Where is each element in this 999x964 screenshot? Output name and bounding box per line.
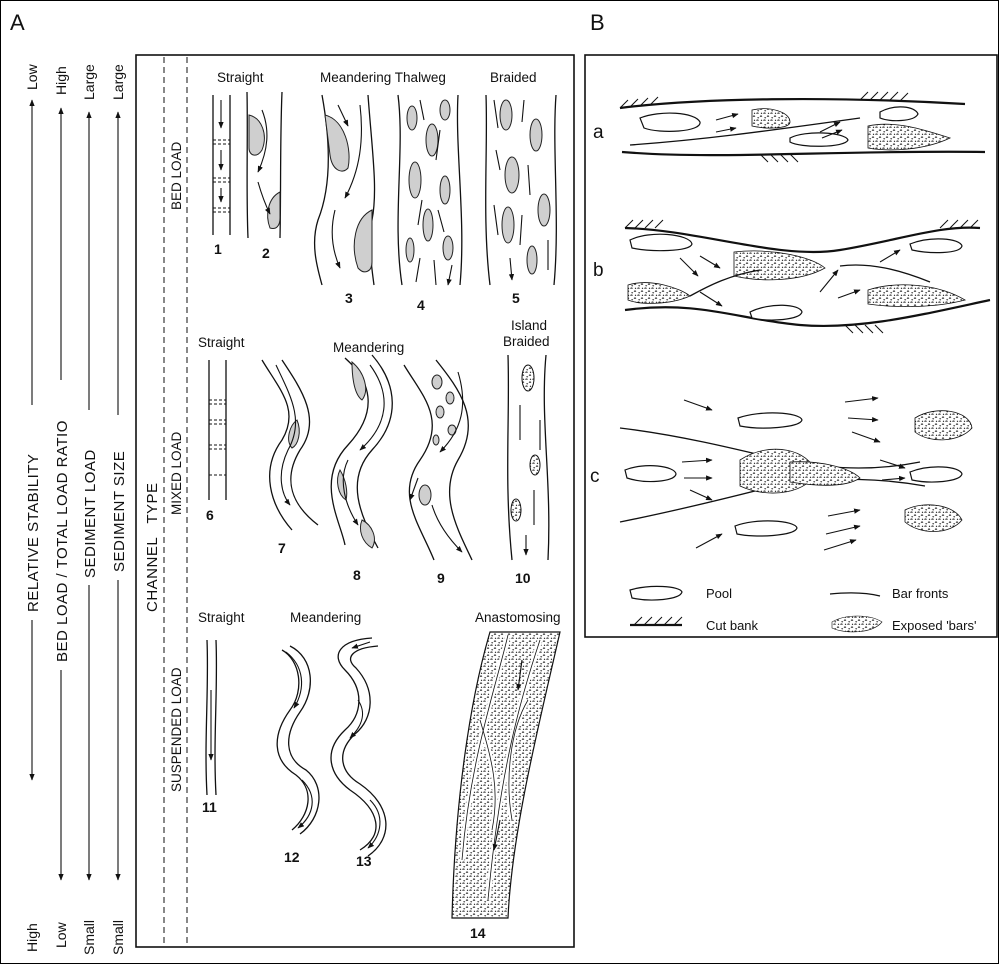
channel-14-anastomosing [452, 632, 560, 918]
channel-4-meandering-thalweg [398, 95, 462, 285]
axis-sediment-size: Large SEDIMENT SIZE Small [108, 64, 128, 955]
channel-2-straight [247, 92, 282, 238]
legend-cut-bank-label: Cut bank [706, 618, 759, 633]
bed-load-label: BED LOAD [169, 141, 184, 210]
row2-island-header: Island [511, 318, 547, 333]
axis-bed-load-ratio: High BED LOAD / TOTAL LOAD RATIO Low [51, 66, 71, 948]
row3-straight-header: Straight [198, 610, 245, 625]
panel-b-label: B [590, 10, 605, 35]
cut-bank-legend-icon [630, 617, 682, 625]
legend-pool-label: Pool [706, 586, 732, 601]
channel-number-4: 4 [417, 297, 425, 313]
bar-diagram-b [625, 220, 990, 333]
row2-straight-header: Straight [198, 335, 245, 350]
channel-number-2: 2 [262, 245, 270, 261]
row3-meandering-header: Meandering [290, 610, 361, 625]
axis-sediment-load: Large SEDIMENT LOAD Small [79, 64, 99, 955]
row1-braided-header: Braided [490, 70, 537, 85]
pool-legend-icon [630, 586, 682, 600]
axis-top-label: Large [81, 64, 97, 100]
channel-number-14: 14 [470, 925, 486, 941]
bar-diagram-c [620, 398, 972, 550]
channel-12-meandering [277, 646, 319, 834]
axis-title: SEDIMENT SIZE [111, 451, 128, 572]
channel-number-10: 10 [515, 570, 531, 586]
axis-bottom-label: Low [53, 921, 69, 948]
bar-fronts-legend-icon [830, 593, 880, 596]
axis-title: RELATIVE STABILITY [25, 454, 42, 613]
channel-1-straight [213, 95, 230, 235]
axis-relative-stability: Low RELATIVE STABILITY High [22, 63, 42, 952]
legend-bar-fronts-label: Bar fronts [892, 586, 949, 601]
axis-bottom-label: Small [81, 920, 97, 955]
channel-number-5: 5 [512, 290, 520, 306]
channel-number-8: 8 [353, 567, 361, 583]
axis-title: BED LOAD / TOTAL LOAD RATIO [54, 420, 71, 662]
channel-number-9: 9 [437, 570, 445, 586]
legend-exposed-bars-label: Exposed 'bars' [892, 618, 976, 633]
channel-number-13: 13 [356, 853, 372, 869]
row3-anastomosing-header: Anastomosing [475, 610, 561, 625]
channel-5-braided [486, 95, 557, 285]
row2-braided-header: Braided [503, 334, 550, 349]
exposed-bars-legend-icon [832, 616, 882, 632]
axis-top-label: Low [24, 63, 40, 90]
channel-3-meandering-thalweg [315, 95, 375, 285]
row1-meandering-thalweg-header: Meandering Thalweg [320, 70, 446, 85]
axis-bottom-label: High [24, 923, 40, 952]
bar-diagram-a [620, 92, 985, 162]
axis-top-label: Large [110, 64, 126, 100]
channel-13-meandering [331, 638, 386, 856]
sub-label-a: a [593, 122, 604, 143]
axis-top-label: High [53, 66, 69, 95]
row1-straight-header: Straight [217, 70, 264, 85]
mixed-load-label: MIXED LOAD [169, 431, 184, 515]
channel-8-meandering [331, 355, 392, 548]
channel-number-6: 6 [206, 507, 214, 523]
axis-bottom-label: Small [110, 920, 126, 955]
channel-number-3: 3 [345, 290, 353, 306]
row2-meandering-header: Meandering [333, 340, 404, 355]
channel-10-island-braided [508, 355, 549, 560]
channel-9-meandering [404, 360, 472, 560]
channel-6-straight [209, 360, 226, 500]
suspended-load-label: SUSPENDED LOAD [169, 667, 184, 792]
sub-label-c: c [590, 466, 600, 487]
channel-type-label: CHANNEL TYPE [144, 482, 161, 612]
legend: Pool Bar fronts Cut bank Exposed 'bars' [630, 586, 976, 633]
channel-number-12: 12 [284, 849, 300, 865]
channel-11-straight [206, 640, 216, 795]
channel-number-1: 1 [214, 241, 222, 257]
panel-a-label: A [10, 10, 25, 35]
axis-title: SEDIMENT LOAD [82, 449, 99, 578]
channel-7-meandering [262, 360, 318, 530]
sub-label-b: b [593, 260, 604, 281]
channel-number-11: 11 [202, 799, 217, 815]
channel-number-7: 7 [278, 540, 286, 556]
